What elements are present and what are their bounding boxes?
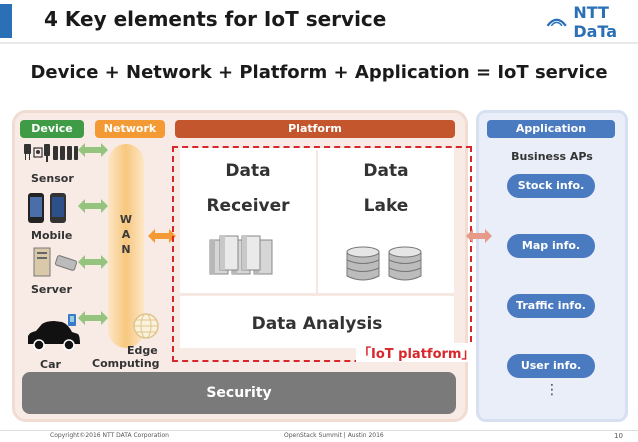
edge-label-line1: Edge bbox=[127, 344, 158, 357]
business-aps-heading: Business APs bbox=[511, 150, 593, 163]
ntt-logo-mark-icon bbox=[546, 18, 567, 27]
ap-stock-info: Stock info. bbox=[507, 174, 595, 198]
data-lake-title-line2: Lake bbox=[363, 196, 409, 216]
mobile-label: Mobile bbox=[31, 229, 73, 242]
ap-map-info: Map info. bbox=[507, 234, 595, 258]
data-analysis-title: Data Analysis bbox=[251, 314, 383, 334]
wan-label: W A N bbox=[119, 212, 133, 257]
edge-label-line2: Computing bbox=[92, 357, 160, 370]
iot-platform-label: 「IoT platform」 bbox=[356, 343, 477, 362]
ntt-data-logo: NTT DaTa bbox=[546, 3, 638, 41]
wan-letter: N bbox=[121, 243, 131, 256]
footer-divider bbox=[0, 430, 638, 431]
application-tag: Application bbox=[487, 120, 615, 138]
ap-user-info: User info. bbox=[507, 354, 595, 378]
sensor-label: Sensor bbox=[31, 172, 74, 185]
footer-event: OpenStack Summit | Austin 2016 bbox=[284, 432, 384, 439]
footer-page-number: 10 bbox=[614, 432, 623, 440]
page-title: 4 Key elements for IoT service bbox=[44, 7, 387, 31]
platform-divider-horizontal bbox=[180, 293, 454, 296]
data-receiver-title-line1: Data bbox=[225, 161, 271, 181]
logo-text: NTT DaTa bbox=[573, 3, 618, 41]
security-bar: Security bbox=[22, 372, 456, 414]
device-arrows bbox=[78, 143, 108, 325]
servers-icon bbox=[209, 235, 273, 275]
sensor-icon bbox=[24, 144, 78, 162]
platform-application-arrow bbox=[466, 229, 492, 243]
server-icon bbox=[33, 247, 78, 277]
mobile-icon bbox=[28, 193, 66, 223]
header-divider bbox=[0, 42, 638, 44]
iot-platform-boundary bbox=[172, 146, 472, 362]
database-icon bbox=[346, 246, 422, 281]
more-ellipsis: ⋮ bbox=[545, 382, 559, 398]
ap-traffic-info: Traffic info. bbox=[507, 294, 595, 318]
network-tag: Network bbox=[95, 120, 165, 138]
device-tag: Device bbox=[20, 120, 84, 138]
title-accent bbox=[0, 4, 12, 38]
footer-copyright: Copyright©2016 NTT DATA Corporation bbox=[50, 432, 169, 439]
wan-letter: W bbox=[119, 213, 133, 226]
platform-divider-vertical bbox=[316, 150, 318, 294]
car-icon bbox=[28, 314, 80, 351]
wan-platform-arrow bbox=[148, 229, 176, 243]
formula-heading: Device + Network + Platform + Applicatio… bbox=[30, 62, 608, 83]
server-label: Server bbox=[31, 283, 72, 296]
globe-icon bbox=[133, 313, 159, 339]
title-bar bbox=[0, 0, 638, 42]
data-lake-title-line1: Data bbox=[363, 161, 409, 181]
wan-channel bbox=[108, 144, 144, 348]
car-label: Car bbox=[40, 358, 61, 371]
data-receiver-title-line2: Receiver bbox=[206, 196, 290, 216]
platform-tag: Platform bbox=[175, 120, 455, 138]
wan-letter: A bbox=[121, 228, 131, 241]
